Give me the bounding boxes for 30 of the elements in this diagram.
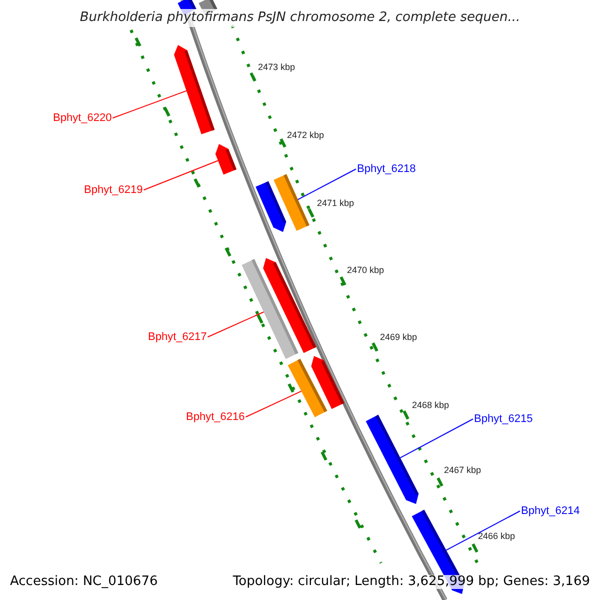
scale-label: 2470 kbp [347,266,384,276]
gene-label: Bphyt_6215 [474,413,533,426]
scale-label: 2466 kbp [478,532,516,542]
scale-label: 2471 kbp [317,199,354,209]
scale-label: 2469 kbp [380,333,418,343]
gene-feature [274,174,310,231]
gene-label: Bphyt_6219 [84,184,143,196]
leader-line [446,510,520,551]
leader-line [112,90,187,118]
leader-line [245,390,302,418]
scale-label: 2467 kbp [444,466,482,476]
gene-label: Bphyt_6220 [53,112,112,124]
gene-label: Bphyt_6218 [357,163,416,176]
gene-feature [311,356,344,409]
leader-line [207,312,264,338]
scale-label: 2473 kbp [258,63,296,73]
gene-label: Bphyt_6217 [148,331,207,344]
scale-label: 2472 kbp [287,131,324,141]
genome-info-text: Topology: circular; Length: 3,625,999 bp; Genes: 3,169 [232,575,590,590]
leader-line [400,418,474,458]
leader-line [143,160,218,190]
accession-text: Accession: NC_010676 [10,575,158,590]
gene-label: Bphyt_6216 [186,411,245,424]
gene-feature [174,45,215,134]
scale-label: 2468 kbp [412,401,450,411]
gene-feature [242,259,298,359]
leader-line [297,168,356,200]
gene-label: Bphyt_6214 [521,505,580,518]
gene-feature [366,414,419,504]
gene-feature [215,144,236,175]
